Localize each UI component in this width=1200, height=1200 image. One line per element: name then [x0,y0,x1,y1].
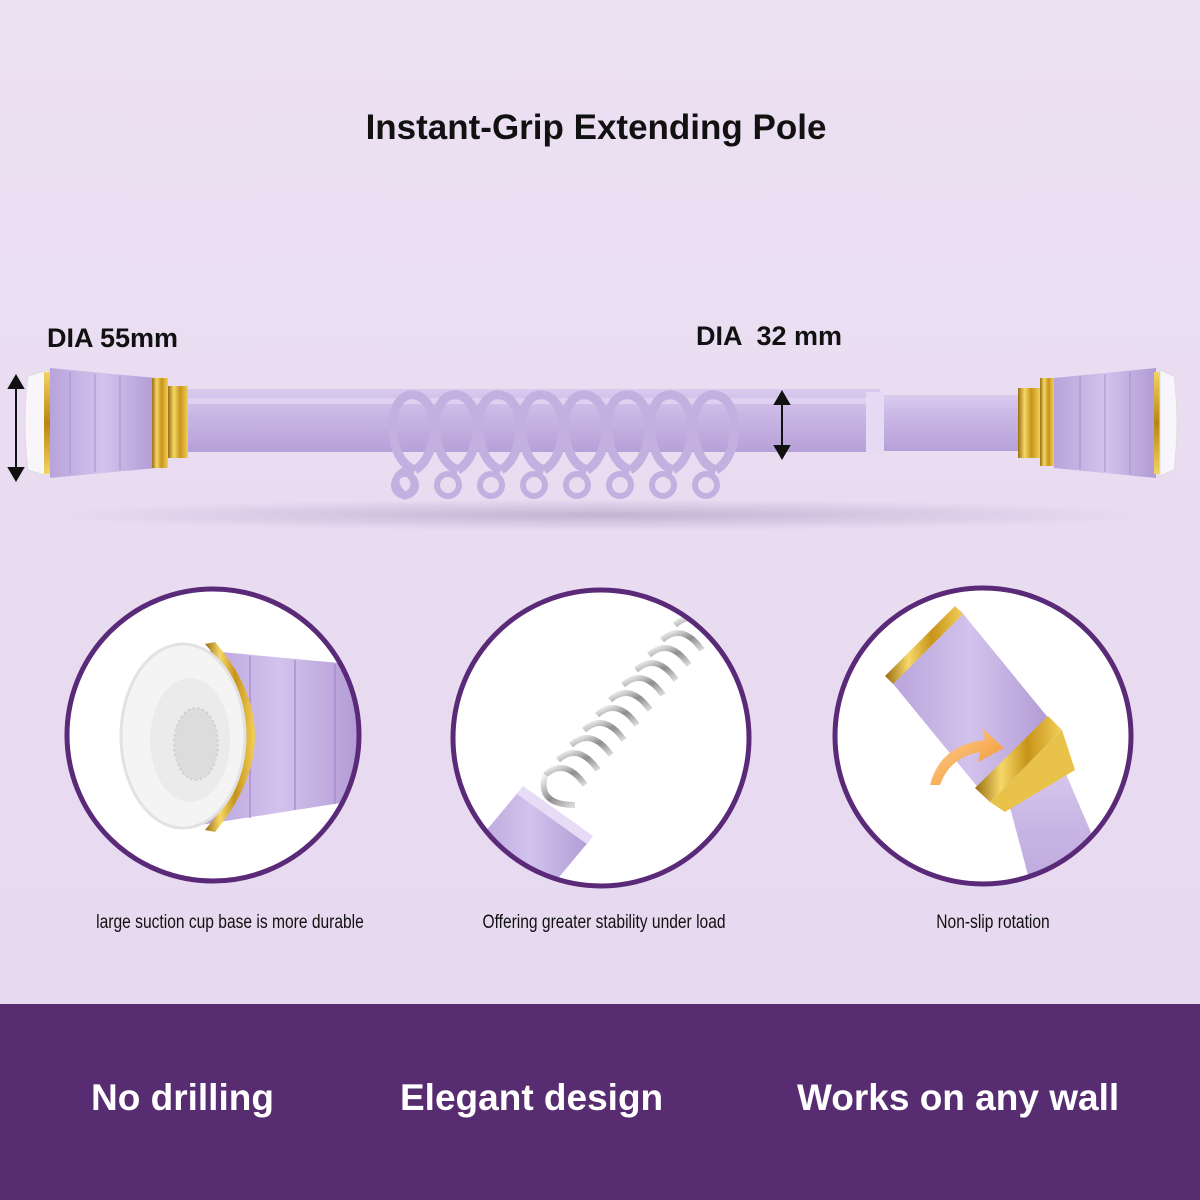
right-end-cap [1018,368,1178,478]
product-illustration [7,368,1178,889]
extending-pole [24,368,1178,501]
tube-dimension-arrow [773,390,791,460]
feature-banner [0,1004,1200,1200]
feature-elegant-design: Elegant design [400,1077,664,1118]
caption-suction-cup: large suction cup base is more durable [96,912,364,933]
caption-spring: Offering greater stability under load [482,912,726,933]
end-cap-dimension-arrow [7,374,25,482]
detail-circle-spring [450,587,752,889]
left-end-cap [24,368,188,478]
caption-rotation: Non-slip rotation [936,912,1050,933]
feature-no-drilling: No drilling [91,1077,274,1118]
curtain-rings [388,390,740,501]
page-title: Instant-Grip Extending Pole [365,108,827,147]
tube-diameter-label: DIA 32 mm [696,321,843,351]
detail-circle-rotation [832,585,1134,887]
pole-shadow [40,499,1160,531]
detail-circle-suction-cup [64,586,362,884]
spring-icon [540,614,718,808]
rotation-arrow-icon [930,728,1004,785]
feature-works-on-any-wall: Works on any wall [797,1077,1120,1118]
end-cap-diameter-label: DIA 55mm [47,323,179,353]
